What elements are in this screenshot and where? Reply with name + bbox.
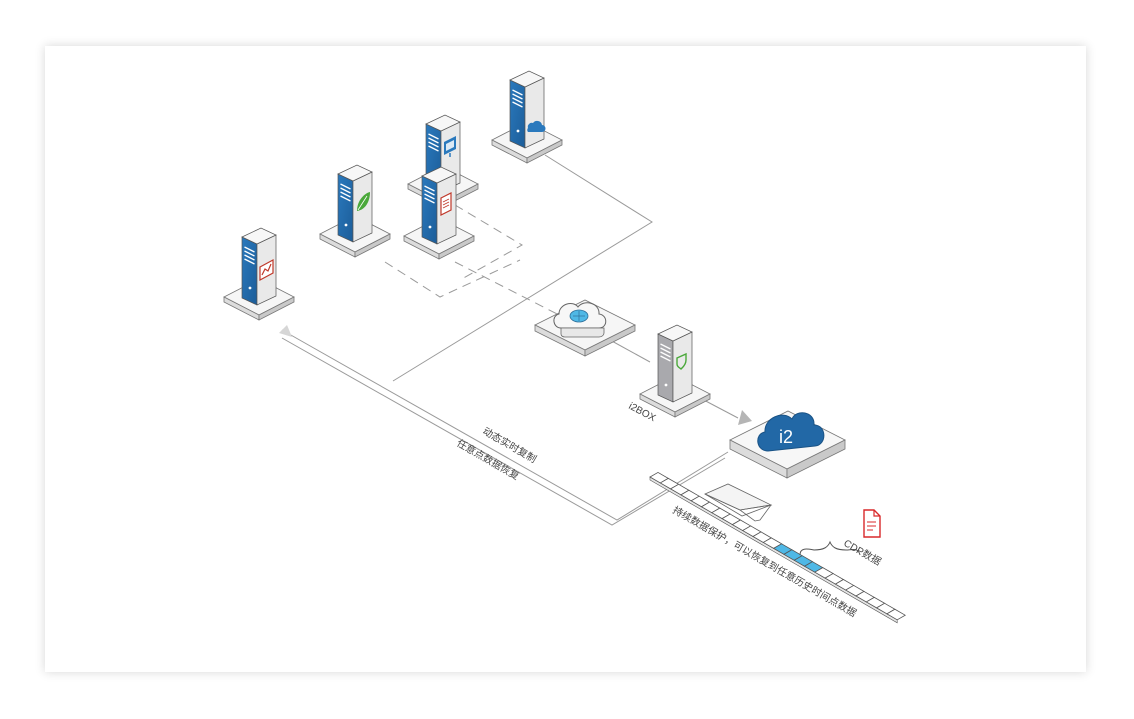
cloud-icon	[553, 302, 607, 338]
dashed-link-monitor	[454, 204, 523, 281]
dashed-link-leaf	[384, 259, 521, 298]
server-chart	[223, 227, 295, 321]
i2-cloud-node: i2	[729, 410, 846, 479]
server-doc	[403, 166, 475, 260]
dashed-link-doc	[454, 261, 566, 319]
intermediate-cloud-node	[534, 299, 636, 357]
arrow-to-server	[279, 325, 292, 337]
cloud-icon	[527, 120, 546, 132]
timeline	[649, 471, 907, 624]
connection-lines	[281, 154, 739, 526]
i2-logo-text: i2	[779, 427, 793, 447]
return-line-inner	[281, 337, 726, 526]
continuous-protection-label: 持续数据保护，可以恢复到任意历史时间点数据	[671, 503, 859, 619]
monitor-icon	[444, 136, 456, 157]
chart-icon	[259, 258, 274, 282]
cloud-icon	[757, 412, 825, 452]
i2box-server	[639, 324, 711, 418]
leaf-icon	[357, 192, 370, 211]
link-cloud-i2box	[609, 339, 651, 363]
shield-icon	[676, 352, 687, 370]
recovery-pointer	[704, 483, 773, 522]
arrow-to-i2	[738, 410, 752, 425]
timeline-cell	[886, 608, 907, 621]
diagram-frame	[45, 46, 1086, 672]
server-monitor	[407, 114, 479, 208]
return-line-outer	[281, 329, 729, 521]
cdp-data-label: CDP数据	[842, 536, 884, 568]
solid-link-top	[392, 154, 653, 382]
cdp-file-icon	[863, 509, 881, 538]
document-icon	[440, 192, 452, 216]
server-cloud	[491, 70, 563, 164]
cdp-brace	[799, 540, 861, 556]
server-leaf	[319, 164, 391, 258]
